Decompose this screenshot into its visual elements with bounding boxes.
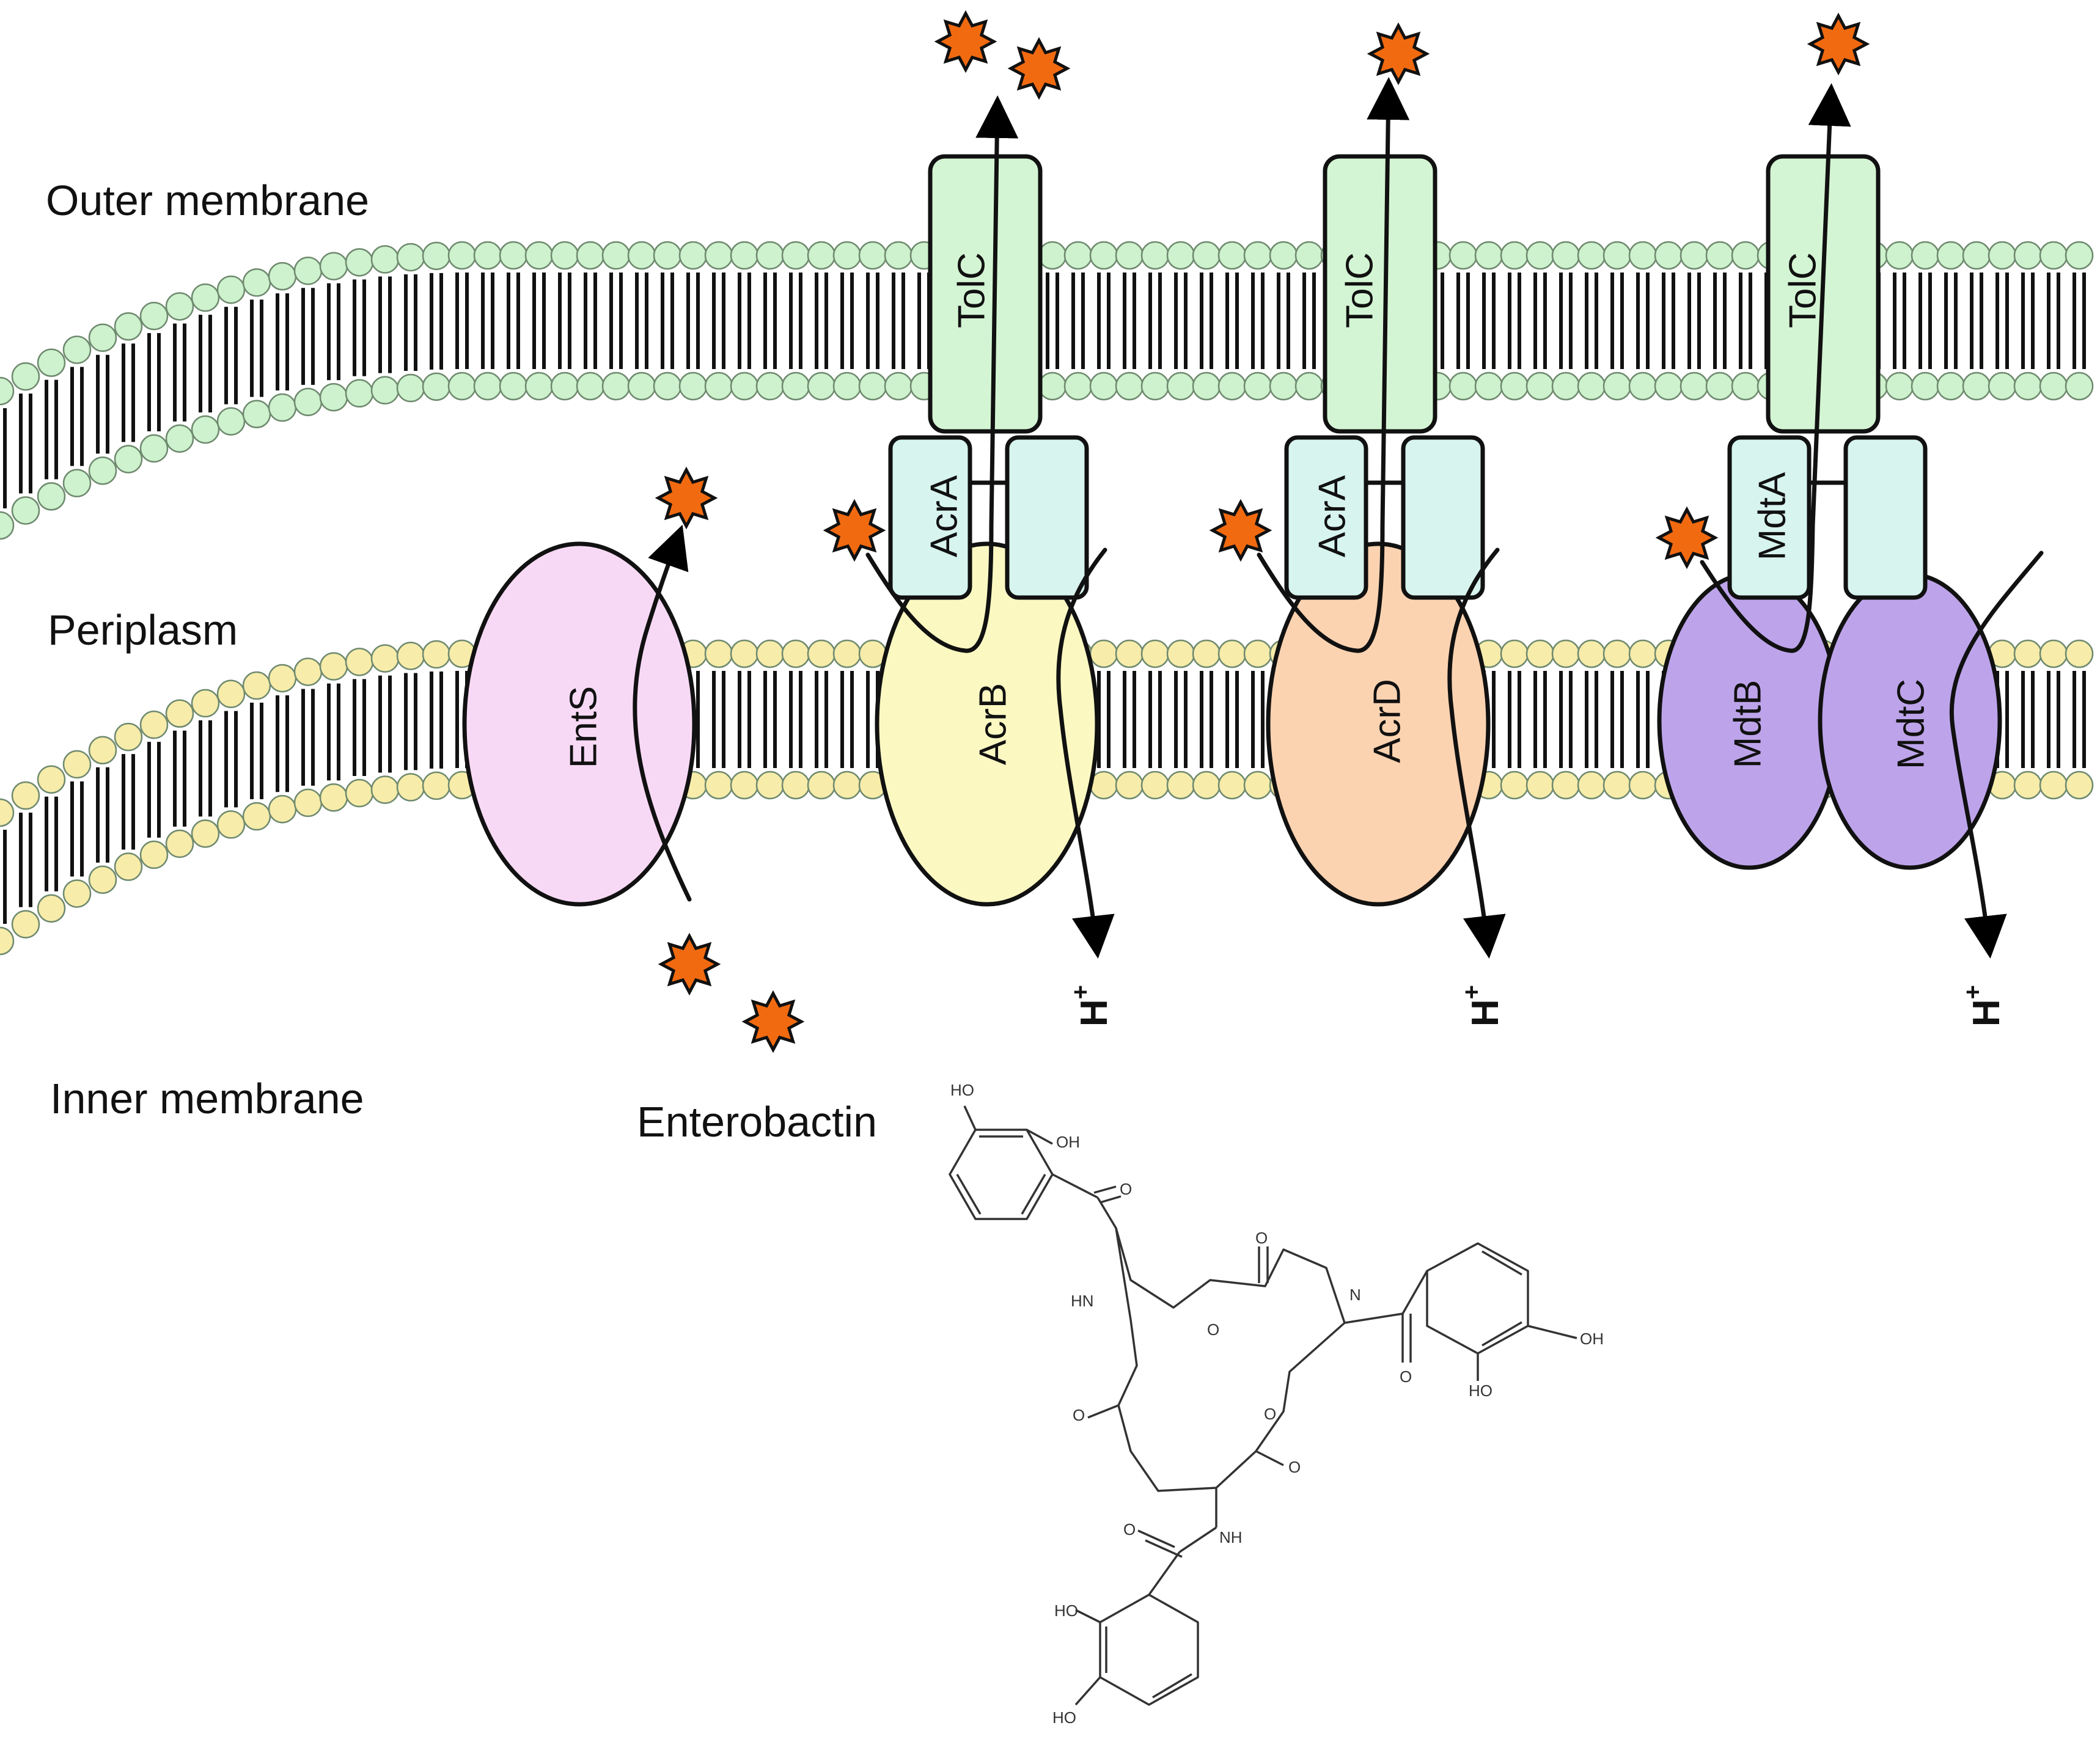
enterobactin-atoms: HO OH O HN O O N OH HO O O O O NH O HO H… bbox=[950, 1081, 1604, 1727]
svg-text:OH: OH bbox=[1580, 1330, 1604, 1348]
substrate-star-icon-10 bbox=[741, 990, 805, 1053]
mdt-proton-path bbox=[1949, 551, 2044, 959]
svg-text:O: O bbox=[1288, 1458, 1301, 1476]
mdt-export-path bbox=[1700, 83, 1851, 653]
svg-text:H+: H+ bbox=[1067, 985, 1115, 1027]
ents-label: EntS bbox=[563, 686, 605, 768]
inner-membrane-label: Inner membrane bbox=[50, 1075, 364, 1122]
substrate-stars bbox=[655, 10, 1870, 1053]
svg-text:O: O bbox=[1264, 1405, 1276, 1423]
acrb-proton-path bbox=[1056, 547, 1115, 959]
ents-protein bbox=[462, 541, 697, 907]
svg-text:O: O bbox=[1400, 1367, 1412, 1386]
svg-text:O: O bbox=[1120, 1180, 1132, 1198]
svg-text:O: O bbox=[1073, 1406, 1085, 1424]
tolc-label-2: TolC bbox=[1339, 252, 1381, 328]
tolc-channel-2 bbox=[1323, 154, 1437, 434]
svg-text:HO: HO bbox=[1052, 1708, 1076, 1727]
enterobactin-structure bbox=[949, 1105, 1577, 1706]
svg-text:OH: OH bbox=[1056, 1133, 1080, 1151]
outer-membrane-label: Outer membrane bbox=[46, 177, 369, 224]
enterobactin-label: Enterobactin bbox=[637, 1098, 877, 1146]
svg-text:HO: HO bbox=[1469, 1382, 1492, 1400]
acrb-cap-1 bbox=[1005, 435, 1089, 600]
mdta-label: MdtA bbox=[1752, 472, 1794, 560]
acra-label-1: AcrA bbox=[923, 475, 966, 557]
proton-label-2: H+ bbox=[1458, 985, 1507, 1027]
ents-export-path bbox=[633, 524, 692, 902]
svg-text:HO: HO bbox=[1054, 1601, 1078, 1620]
substrate-star-icon-8 bbox=[1655, 506, 1719, 569]
acr-export-path-1 bbox=[865, 95, 1019, 653]
acrd-cap bbox=[1401, 435, 1485, 600]
svg-text:O: O bbox=[1123, 1520, 1136, 1539]
acrd-label: AcrD bbox=[1367, 679, 1409, 763]
proton-label-1: H+ bbox=[1067, 985, 1115, 1027]
proton-label-3: H+ bbox=[1959, 985, 2008, 1027]
substrate-star-icon-3 bbox=[1367, 22, 1430, 86]
periplasm-label: Periplasm bbox=[48, 606, 238, 654]
svg-text:NH: NH bbox=[1219, 1528, 1243, 1546]
mdtc-label: MdtC bbox=[1890, 679, 1933, 769]
svg-text:H+: H+ bbox=[1959, 985, 2008, 1027]
svg-text:HO: HO bbox=[950, 1081, 974, 1099]
svg-text:HN: HN bbox=[1071, 1292, 1094, 1310]
svg-text:H+: H+ bbox=[1458, 985, 1507, 1027]
acra-adaptor-2 bbox=[1284, 435, 1368, 600]
substrate-star-icon-7 bbox=[1209, 499, 1272, 562]
substrate-star-icon-9 bbox=[658, 932, 721, 996]
acrb-label: AcrB bbox=[972, 683, 1015, 765]
acra-label-2: AcrA bbox=[1312, 475, 1354, 557]
tolc-label-3: TolC bbox=[1782, 252, 1824, 328]
substrate-star-icon-6 bbox=[823, 499, 886, 562]
acra-adaptor-1 bbox=[888, 435, 972, 600]
svg-text:N: N bbox=[1349, 1286, 1361, 1304]
substrate-star-icon-5 bbox=[655, 466, 718, 530]
acrd-proton-path bbox=[1447, 547, 1506, 959]
tolc-channel-1 bbox=[928, 154, 1043, 434]
substrate-star-icon-4 bbox=[1807, 12, 1870, 76]
substrate-star-icon-2 bbox=[1007, 37, 1071, 100]
svg-text:O: O bbox=[1255, 1229, 1268, 1247]
substrate-star-icon-1 bbox=[934, 10, 997, 73]
mdtc-cap bbox=[1843, 435, 1928, 600]
mdta-adaptor bbox=[1727, 435, 1812, 600]
acr-export-path-2 bbox=[1257, 77, 1410, 653]
svg-text:O: O bbox=[1207, 1320, 1219, 1339]
tolc-label-1: TolC bbox=[951, 252, 993, 328]
mdtb-label: MdtB bbox=[1727, 680, 1769, 769]
